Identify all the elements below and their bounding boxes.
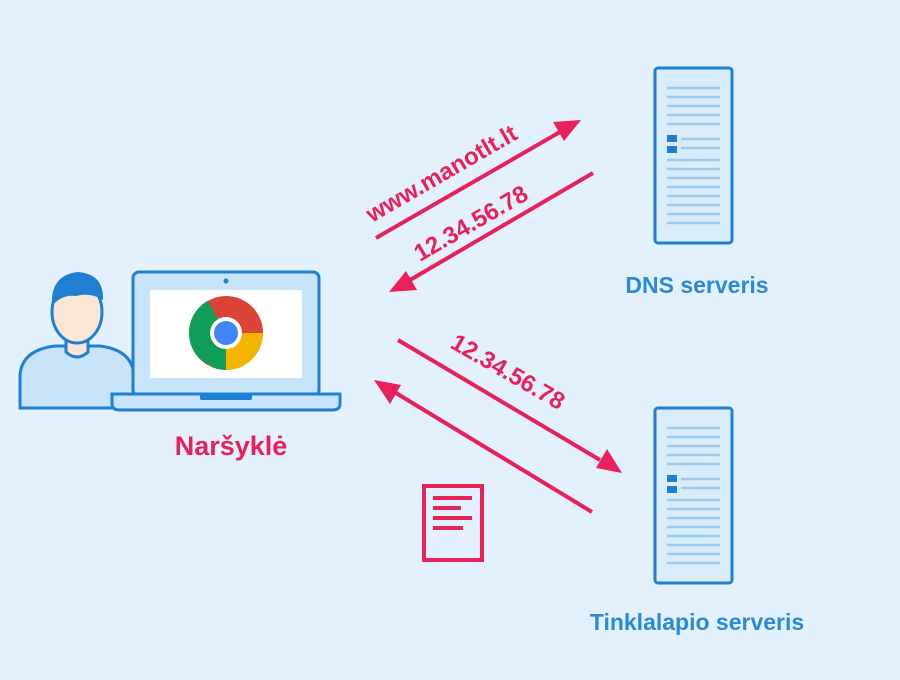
- web-server-icon: [653, 406, 734, 585]
- web-request-label: 12.34.56.78: [446, 329, 569, 416]
- document-icon: [422, 484, 484, 562]
- arrow-dns-request: [375, 120, 581, 240]
- dns-server-label: DNS serveris: [625, 272, 768, 298]
- dns-server-icon: [653, 66, 734, 245]
- web-server-label: Tinklalapio serveris: [590, 609, 804, 635]
- arrow-web-response: [374, 380, 594, 514]
- person-icon: [18, 272, 136, 410]
- arrow-dns-response: [389, 171, 595, 292]
- arrow-web-request: [396, 338, 622, 473]
- browser-label: Naršyklė: [175, 431, 288, 461]
